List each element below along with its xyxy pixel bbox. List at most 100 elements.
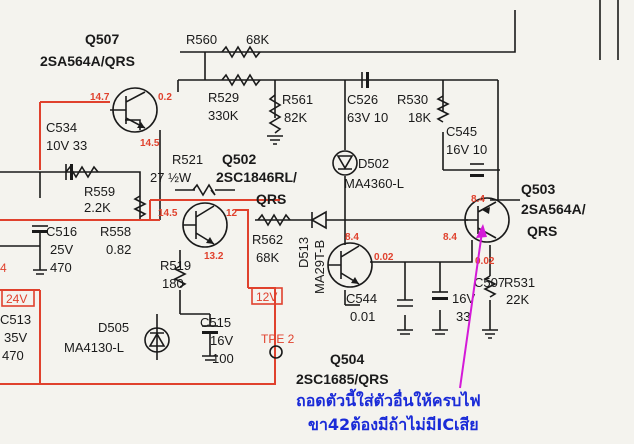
capacitor-c507 — [432, 291, 448, 335]
resistor-r562 — [257, 213, 291, 227]
label-c515-value2: 100 — [212, 351, 234, 366]
voltage-readings: 14.7 0.2 14.5 14.5 12 13.2 8.4 0.02 8.4 … — [0, 92, 495, 306]
label-r562-value: 68K — [256, 250, 279, 265]
label-r521: R521 — [172, 152, 203, 167]
label-r559: R559 — [84, 184, 115, 199]
capacitor-c516 — [32, 225, 48, 275]
label-r561: R561 — [282, 92, 313, 107]
transistor-q502 — [182, 202, 228, 248]
label-r561-value: 82K — [284, 110, 307, 125]
label-d505-type: MA4130-L — [64, 340, 124, 355]
capacitor-c534 — [65, 164, 73, 180]
label-r562: R562 — [252, 232, 283, 247]
label-c513-value2: 470 — [2, 348, 24, 363]
label-c515-value: 16V — [210, 333, 233, 348]
label-c544: C544 — [346, 291, 377, 306]
label-q502-type: 2SC1846RL/ — [216, 169, 297, 185]
label-c544-value: 0.01 — [350, 309, 375, 324]
v-q502-emitter: 13.2 — [204, 251, 224, 262]
label-r559-value: 2.2K — [84, 200, 111, 215]
label-d505: D505 — [98, 320, 129, 335]
label-r531: R531 — [504, 275, 535, 290]
label-c515: C515 — [200, 315, 231, 330]
resistor-r560 — [221, 45, 261, 59]
resistor-r558 — [133, 195, 147, 218]
label-c513: C513 — [0, 312, 31, 327]
label-c526: C526 — [347, 92, 378, 107]
v-q504-emitter: 0.02 — [374, 252, 394, 263]
v-q507-base: 14.7 — [90, 92, 110, 103]
v-q502-base: 14.5 — [158, 208, 178, 219]
label-c545-value: 16V 10 — [446, 142, 487, 157]
resistor-r519 — [173, 265, 187, 288]
label-r560-value: 68K — [246, 32, 269, 47]
label-q503-type2: QRS — [527, 223, 557, 239]
label-q504-type: 2SC1685/QRS — [296, 371, 389, 387]
resistor-r561 — [267, 94, 283, 145]
label-c507: C507 — [474, 275, 505, 290]
v-box-24v: 24V — [6, 292, 27, 306]
capacitor-c544 — [397, 299, 413, 335]
label-q507-type: 2SA564A/QRS — [40, 53, 135, 69]
transistor-q504 — [327, 242, 373, 288]
annotation-line-1: ถอดตัวนี้ใส่ตัวอื่นให้ครบไฟ — [296, 388, 481, 410]
resistor-r521 — [192, 183, 216, 197]
voltage-box-12v — [251, 287, 283, 305]
label-r558-value: 0.82 — [106, 242, 131, 257]
label-c534: C534 — [46, 120, 77, 135]
label-r529-value: 330K — [208, 108, 239, 123]
test-point-tpe2 — [269, 345, 283, 359]
label-d502: D502 — [358, 156, 389, 171]
label-c516-value2: 470 — [50, 260, 72, 275]
label-c507-value2: 33 — [456, 309, 470, 324]
annotation-line-2: ขา42ต้องมีถ้าไม่มีICเสีย — [308, 415, 479, 434]
transistor-q507 — [110, 87, 158, 133]
transistor-q503 — [464, 197, 510, 243]
v-q504-collector: 8.4 — [345, 232, 359, 243]
label-d513: D513 — [296, 237, 311, 268]
label-r519: R519 — [160, 258, 191, 273]
label-r519-value: 180 — [162, 276, 184, 291]
label-q503: Q503 — [521, 181, 555, 197]
v-left-4: 4 — [0, 261, 7, 275]
label-q504: Q504 — [330, 351, 364, 367]
diode-d505 — [144, 327, 170, 353]
capacitor-c545 — [470, 163, 484, 177]
capacitor-c526 — [361, 72, 369, 88]
label-r531-value: 22K — [506, 292, 529, 307]
label-c516: C516 — [46, 224, 77, 239]
v-box-12v: 12V — [256, 290, 277, 304]
label-r530: R530 — [397, 92, 428, 107]
label-c516-value: 25V — [50, 242, 73, 257]
label-c513-value: 35V — [4, 330, 27, 345]
v-q507-collector: 14.5 — [140, 138, 160, 149]
label-c526-value: 63V 10 — [347, 110, 388, 125]
label-r558: R558 — [100, 224, 131, 239]
capacitor-c515 — [202, 325, 218, 361]
label-c507-value: 16V — [452, 291, 475, 306]
voltage-box-24v — [1, 289, 35, 307]
label-c534-value: 10V 33 — [46, 138, 87, 153]
v-q503-emitter: 8.4 — [471, 194, 485, 205]
annotation-arrow — [459, 224, 487, 389]
label-d502-type: MA4360-L — [344, 176, 404, 191]
label-q507: Q507 — [85, 31, 119, 47]
resistor-r529 — [221, 73, 261, 87]
label-c545: C545 — [446, 124, 477, 139]
label-r521-value: 27 ½W — [150, 170, 192, 185]
label-d513-type: MA29T-B — [312, 240, 327, 294]
label-q502: Q502 — [222, 151, 256, 167]
label-q502-type2: QRS — [256, 191, 286, 207]
resistor-r531 — [482, 275, 498, 339]
label-tpe2: TPE 2 — [261, 332, 295, 346]
resistor-r530 — [436, 95, 450, 123]
label-r560: R560 — [186, 32, 217, 47]
component-labels: Q507 2SA564A/QRS R560 68K R529 330K R561… — [0, 31, 586, 387]
label-r530-value: 18K — [408, 110, 431, 125]
diode-d502 — [332, 150, 358, 176]
label-q503-type: 2SA564A/ — [521, 201, 586, 217]
v-q507-emitter: 0.2 — [158, 92, 172, 103]
v-q503-collector: 0.02 — [475, 256, 495, 267]
